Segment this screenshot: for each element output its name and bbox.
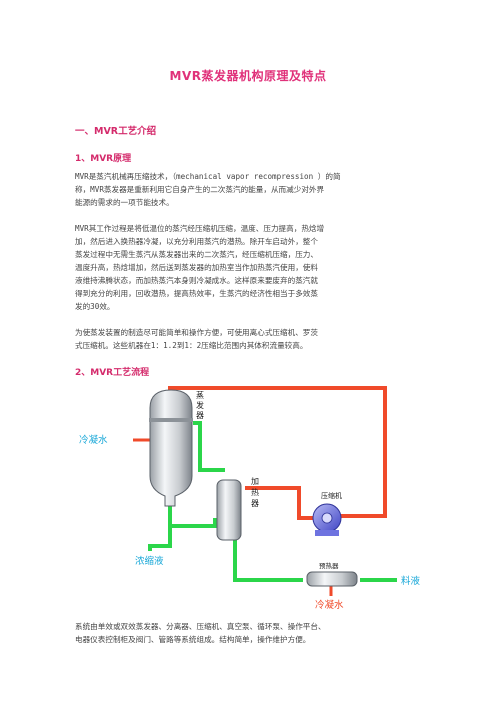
evaporator-label: 蒸 发 器 — [196, 390, 207, 420]
preheater-vessel — [306, 571, 358, 587]
paragraph-2: MVR其工作过程是将低温位的蒸汽经压缩机压缩，温度、压力提高，热焓增 加，然后进… — [75, 222, 425, 313]
feed-label: 料液 — [401, 575, 421, 587]
heater-char: 热 — [251, 487, 259, 497]
concentrate-pipe — [148, 506, 172, 551]
preheated-feed-pipe — [233, 518, 303, 582]
heater-vessel — [216, 479, 242, 541]
paragraph-line: 电器仪表控制柜及阀门、管路等系统组成。结构简单，操作维护方便。 — [75, 635, 311, 644]
subheading-mvr-process: 2、MVR工艺流程 — [75, 368, 150, 378]
compressor-label: 压缩机 — [321, 491, 342, 500]
paragraph-line: 系统由单效或双效蒸发器、分离器、压缩机、真空泵、循环泵、操作平台、 — [75, 622, 326, 631]
paragraph-line: 能源的需求的一项节能技术。 — [75, 198, 174, 207]
document-title: MVR蒸发器机构原理及特点 — [169, 69, 327, 83]
condensate-bottom-label: 冷凝水 — [315, 599, 344, 611]
paragraph-line: MVR其工作过程是将低温位的蒸汽经压缩机压缩，温度、压力提高，热焓增 — [75, 224, 325, 233]
evaporator-vessel — [149, 389, 193, 507]
paragraph-line: 液维持沸腾状态，而加热蒸汽本身则冷凝成水。这样原来要废弃的蒸汽就 — [75, 276, 318, 285]
paragraph-line: 加，然后进入换热器冷凝，以充分利用蒸汽的潜热。除开车启动外，整个 — [75, 237, 318, 246]
paragraph-line: 为使蒸发装置的制造尽可能简单和操作方便，可使用离心式压缩机、罗茨 — [75, 328, 318, 337]
mvr-process-diagram: 蒸 发 器 加 热 器 压缩机 预热器 冷凝水 浓缩液 料液 冷凝水 — [79, 386, 421, 611]
concentrate-label: 浓缩液 — [135, 555, 164, 567]
paragraph-3: 为使蒸发装置的制造尽可能简单和操作方便，可使用离心式压缩机、罗茨 式压缩机。这些… — [75, 326, 425, 352]
paragraph-line: MVR是蒸汽机械再压缩技术，（mechanical vapor recompre… — [75, 172, 341, 181]
heater-char: 器 — [251, 499, 259, 508]
heater-char: 加 — [251, 476, 259, 486]
paragraph-line: 发的30效。 — [75, 302, 115, 311]
heater-label: 加 热 器 — [251, 476, 262, 508]
section-heading-mvr-intro: 一、MVR工艺介绍 — [75, 126, 157, 137]
evaporator-char: 器 — [196, 411, 204, 420]
preheater-label: 预热器 — [319, 561, 339, 570]
paragraph-line: 得到充分的利用，回收潜热，提高热效率，生蒸汽的经济性相当于多效蒸 — [75, 289, 318, 298]
evaporator-char: 发 — [196, 400, 204, 410]
compressed-steam-pipe — [245, 486, 313, 520]
paragraph-4: 系统由单效或双效蒸发器、分离器、压缩机、真空泵、循环泵、操作平台、 电器仪表控制… — [75, 620, 425, 646]
paragraph-line: 蒸发过程中无需生蒸汽从蒸发器出来的二次蒸汽，经压缩机压缩，压力、 — [75, 250, 318, 259]
compressor-unit — [312, 503, 342, 536]
circulation-pipe — [170, 518, 217, 528]
heater-return-pipe — [193, 421, 225, 472]
evaporator-char: 蒸 — [196, 390, 204, 400]
paragraph-1: MVR是蒸汽机械再压缩技术，（mechanical vapor recompre… — [75, 170, 425, 209]
subheading-mvr-principle: 1、MVR原理 — [75, 154, 132, 164]
condensate-left-label: 冷凝水 — [79, 434, 108, 446]
paragraph-line: 式压缩机。这些机器在1：1.2到1：2压缩比范围内其体积流量较高。 — [75, 341, 308, 350]
paragraph-line: 称，MVR蒸发器是重新利用它自身产生的二次蒸汽的能量，从而减少对外界 — [75, 185, 325, 194]
paragraph-line: 温度升高，热焓增加，然后送到蒸发器的加热室当作加热蒸汽使用，使料 — [75, 263, 318, 272]
